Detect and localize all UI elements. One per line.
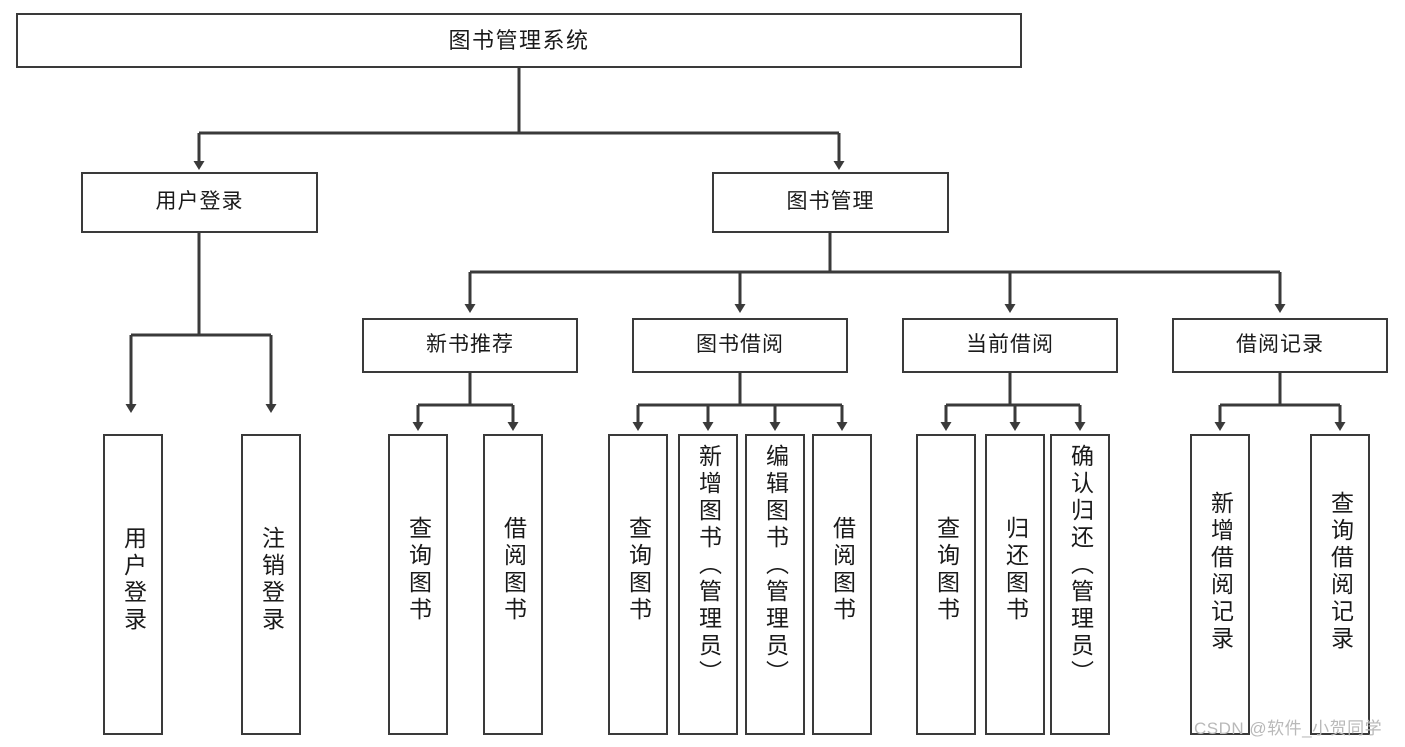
node-leaf-current-query-book[interactable]: 查询图书 [916, 434, 976, 735]
node-branch-user-login[interactable]: 用户登录 [81, 172, 318, 233]
node-label: 图书管理系统 [448, 27, 590, 53]
node-leaf-user-login-signout[interactable]: 注销登录 [241, 434, 301, 735]
node-label: 借阅记录 [1236, 333, 1324, 357]
node-label: 查询借阅记录 [1327, 491, 1354, 653]
node-root-system[interactable]: 图书管理系统 [16, 13, 1022, 68]
node-label: 新增图书（管理员） [695, 444, 722, 687]
node-category-book-borrow[interactable]: 图书借阅 [632, 318, 848, 373]
node-label: 用户登录 [155, 190, 244, 214]
node-category-borrow-record[interactable]: 借阅记录 [1172, 318, 1388, 373]
node-branch-book-management[interactable]: 图书管理 [712, 172, 949, 233]
node-leaf-borrow-edit-book-admin[interactable]: 编辑图书（管理员） [745, 434, 805, 735]
node-label: 借阅图书 [500, 516, 527, 624]
node-category-current-borrow[interactable]: 当前借阅 [902, 318, 1118, 373]
node-label: 查询图书 [625, 516, 652, 624]
node-leaf-borrow-query-book[interactable]: 查询图书 [608, 434, 668, 735]
node-leaf-borrow-borrow-book[interactable]: 借阅图书 [812, 434, 872, 735]
node-label: 归还图书 [1002, 516, 1029, 624]
node-category-new-book-recommend[interactable]: 新书推荐 [362, 318, 578, 373]
node-label: 新增借阅记录 [1207, 491, 1234, 653]
node-label: 当前借阅 [966, 333, 1054, 357]
node-label: 图书借阅 [696, 333, 784, 357]
node-leaf-recommend-query-book[interactable]: 查询图书 [388, 434, 448, 735]
node-label: 查询图书 [405, 516, 432, 624]
node-leaf-current-return-book[interactable]: 归还图书 [985, 434, 1045, 735]
node-leaf-record-query-record[interactable]: 查询借阅记录 [1310, 434, 1370, 735]
node-label: 用户登录 [120, 526, 147, 634]
watermark-text: CSDN @软件_小贺同学 [1194, 719, 1383, 738]
node-label: 注销登录 [258, 526, 285, 634]
node-label: 图书管理 [786, 190, 875, 214]
node-leaf-recommend-borrow-book[interactable]: 借阅图书 [483, 434, 543, 735]
node-label: 新书推荐 [426, 333, 514, 357]
node-leaf-borrow-add-book-admin[interactable]: 新增图书（管理员） [678, 434, 738, 735]
node-label: 确认归还（管理员） [1067, 444, 1094, 687]
node-label: 借阅图书 [829, 516, 856, 624]
node-leaf-user-login-signin[interactable]: 用户登录 [103, 434, 163, 735]
node-leaf-record-add-record[interactable]: 新增借阅记录 [1190, 434, 1250, 735]
node-leaf-current-confirm-return-admin[interactable]: 确认归还（管理员） [1050, 434, 1110, 735]
node-label: 编辑图书（管理员） [762, 444, 789, 687]
node-label: 查询图书 [933, 516, 960, 624]
